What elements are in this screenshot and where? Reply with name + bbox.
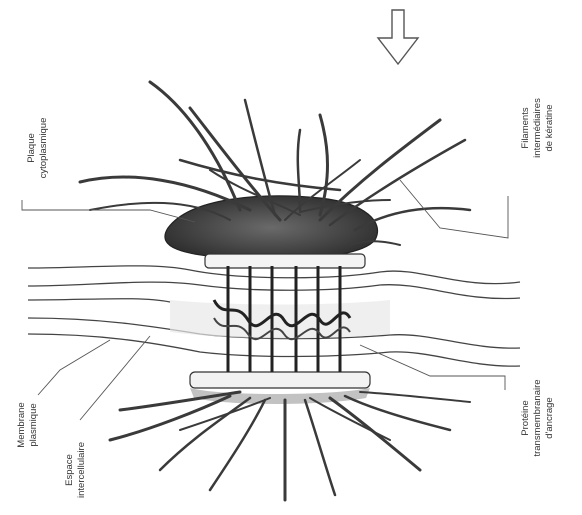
label-espace-intercellulaire: Espace intercellulaire	[64, 442, 87, 498]
label-proteine-line1: Protéine	[520, 400, 531, 435]
label-membrane-line1: Membrane	[16, 402, 27, 447]
label-proteine-line3: d'ancrage	[544, 397, 555, 438]
upper-plasma-membrane	[28, 266, 520, 299]
label-membrane-plasmique: Membrane plasmique	[16, 402, 39, 447]
label-membrane-line2: plasmique	[28, 403, 39, 446]
label-espace-line1: Espace	[64, 454, 75, 486]
lower-cytoplasmic-plaque	[190, 372, 370, 404]
label-filaments-line1: Filaments	[520, 107, 531, 148]
label-plaque-cytoplasmique: Plaque cytoplasmique	[26, 118, 49, 179]
label-filaments-intermediaires: Filaments intermédiaires de kératine	[520, 98, 555, 158]
label-proteine-transmembranaire: Protéine transmembranaire d'ancrage	[520, 379, 555, 456]
down-arrow-icon	[378, 10, 418, 64]
label-filaments-line3: de kératine	[544, 104, 555, 151]
label-espace-line2: intercellulaire	[76, 442, 87, 498]
label-filaments-line2: intermédiaires	[532, 98, 543, 158]
label-plaque-line1: Plaque	[26, 133, 37, 163]
intercellular-space	[170, 300, 390, 338]
label-proteine-line2: transmembranaire	[532, 379, 543, 456]
lower-keratin-filaments	[110, 392, 470, 500]
label-plaque-line2: cytoplasmique	[38, 118, 49, 179]
